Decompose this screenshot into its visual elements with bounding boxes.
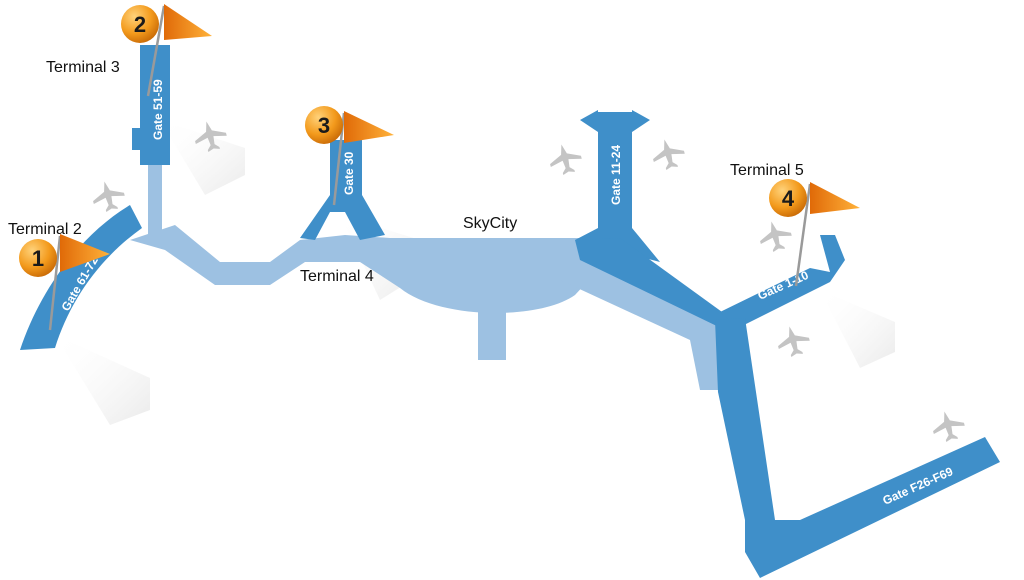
marker-badge [121, 5, 159, 43]
marker-number: 2 [134, 12, 146, 37]
gate-label-51-59: Gate 51-59 [151, 79, 165, 140]
flag-icon [164, 4, 212, 40]
terminal-4-label: Terminal 4 [300, 268, 374, 285]
marker-badge [305, 106, 343, 144]
gate-label-11-24: Gate 11-24 [609, 145, 623, 205]
marker-number: 1 [32, 246, 44, 271]
marker-number: 4 [782, 186, 795, 211]
airplane-icon [773, 322, 813, 360]
marker-number: 3 [318, 113, 330, 138]
flag-icon [810, 182, 860, 214]
marker-badge [769, 179, 807, 217]
flag-pole [48, 235, 62, 331]
terminal-2-label: Terminal 2 [8, 221, 82, 238]
airplane-icon [648, 135, 688, 173]
terminal-3-label: Terminal 3 [46, 59, 120, 76]
markers: 1 2 3 4 [19, 4, 860, 331]
marker-badge [19, 239, 57, 277]
flag-icon [60, 234, 110, 272]
marker-4[interactable]: 4 [769, 179, 860, 287]
flag-icon [344, 111, 394, 143]
skycity-label: SkyCity [463, 215, 517, 232]
gate-label-30: Gate 30 [342, 151, 356, 195]
marker-1[interactable]: 1 [19, 234, 110, 331]
terminal-labels: Terminal 2 Terminal 3 Terminal 4 Termina… [8, 59, 804, 285]
marker-2[interactable]: 2 [121, 4, 212, 97]
flag-pole [146, 5, 166, 97]
airplane-icon [545, 140, 585, 178]
airplane-icon [88, 177, 128, 215]
walkway-network [130, 160, 735, 390]
terminal-5-label: Terminal 5 [730, 162, 804, 179]
flag-pole [794, 183, 812, 287]
airplane-icon [755, 217, 795, 255]
airplane-icon [928, 407, 968, 445]
marker-3[interactable]: 3 [305, 106, 394, 206]
